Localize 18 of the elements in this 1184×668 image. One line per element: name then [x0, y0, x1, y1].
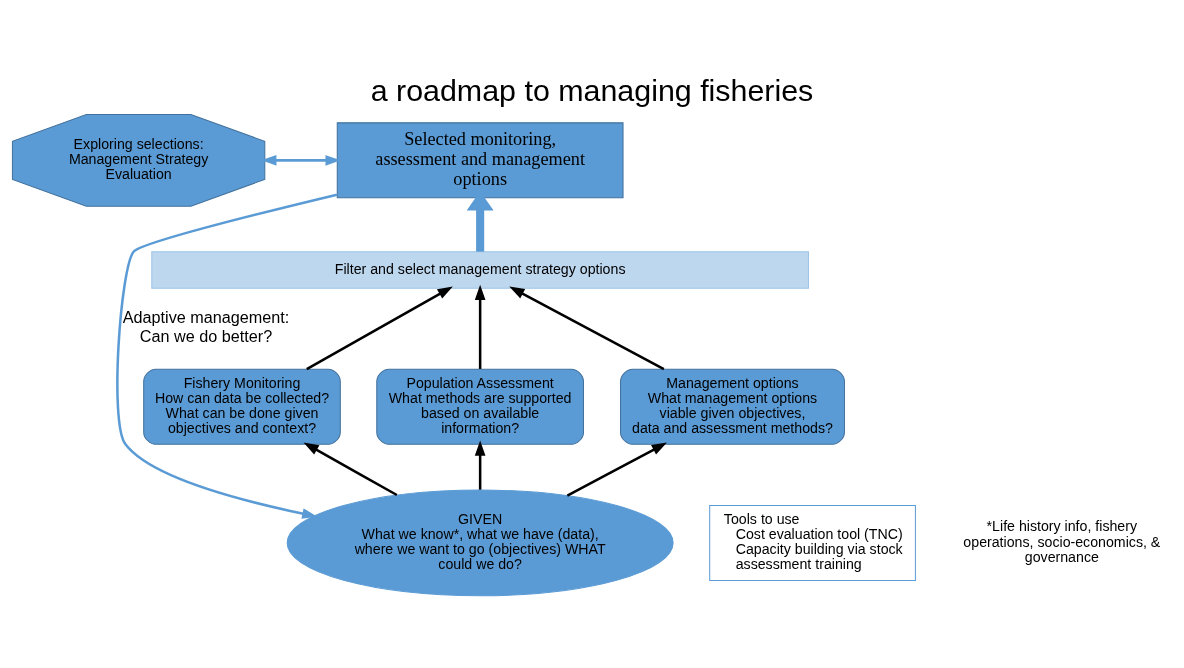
arrow — [116, 193, 338, 519]
node-box: Filter and select management strategy options — [151, 250, 809, 289]
diagram-title: a roadmap to managing fisheries — [370, 72, 814, 107]
arrow — [566, 442, 667, 497]
edge-label: Adaptive management: Can we do better? — [122, 307, 290, 345]
node-box: Tools to use Cost evaluation tool (TNC) Capacity building via stock assessment training — [709, 504, 916, 581]
arrow — [509, 286, 665, 370]
arrow — [306, 285, 453, 370]
arrow — [474, 440, 486, 490]
node-box: Management options What management options viable given objectives, data and assessment methods? — [620, 368, 845, 445]
node-box: Selected monitoring, assessment and management options — [336, 121, 624, 198]
label: *Life history info, fishery operations, socio-economics, & governance — [963, 517, 1161, 565]
node-box: Fishery Monitoring How can data be collected? What can be done given objectives and context? — [143, 368, 341, 445]
arrow — [303, 441, 398, 496]
arrow — [261, 154, 341, 166]
arrow — [474, 284, 486, 369]
node-ellipse: GIVEN What we know*, what we have (data), where we want to go (objectives) WHAT could we do? — [286, 489, 674, 596]
node-box: Population Assessment What methods are supported based on available information? — [376, 368, 584, 445]
